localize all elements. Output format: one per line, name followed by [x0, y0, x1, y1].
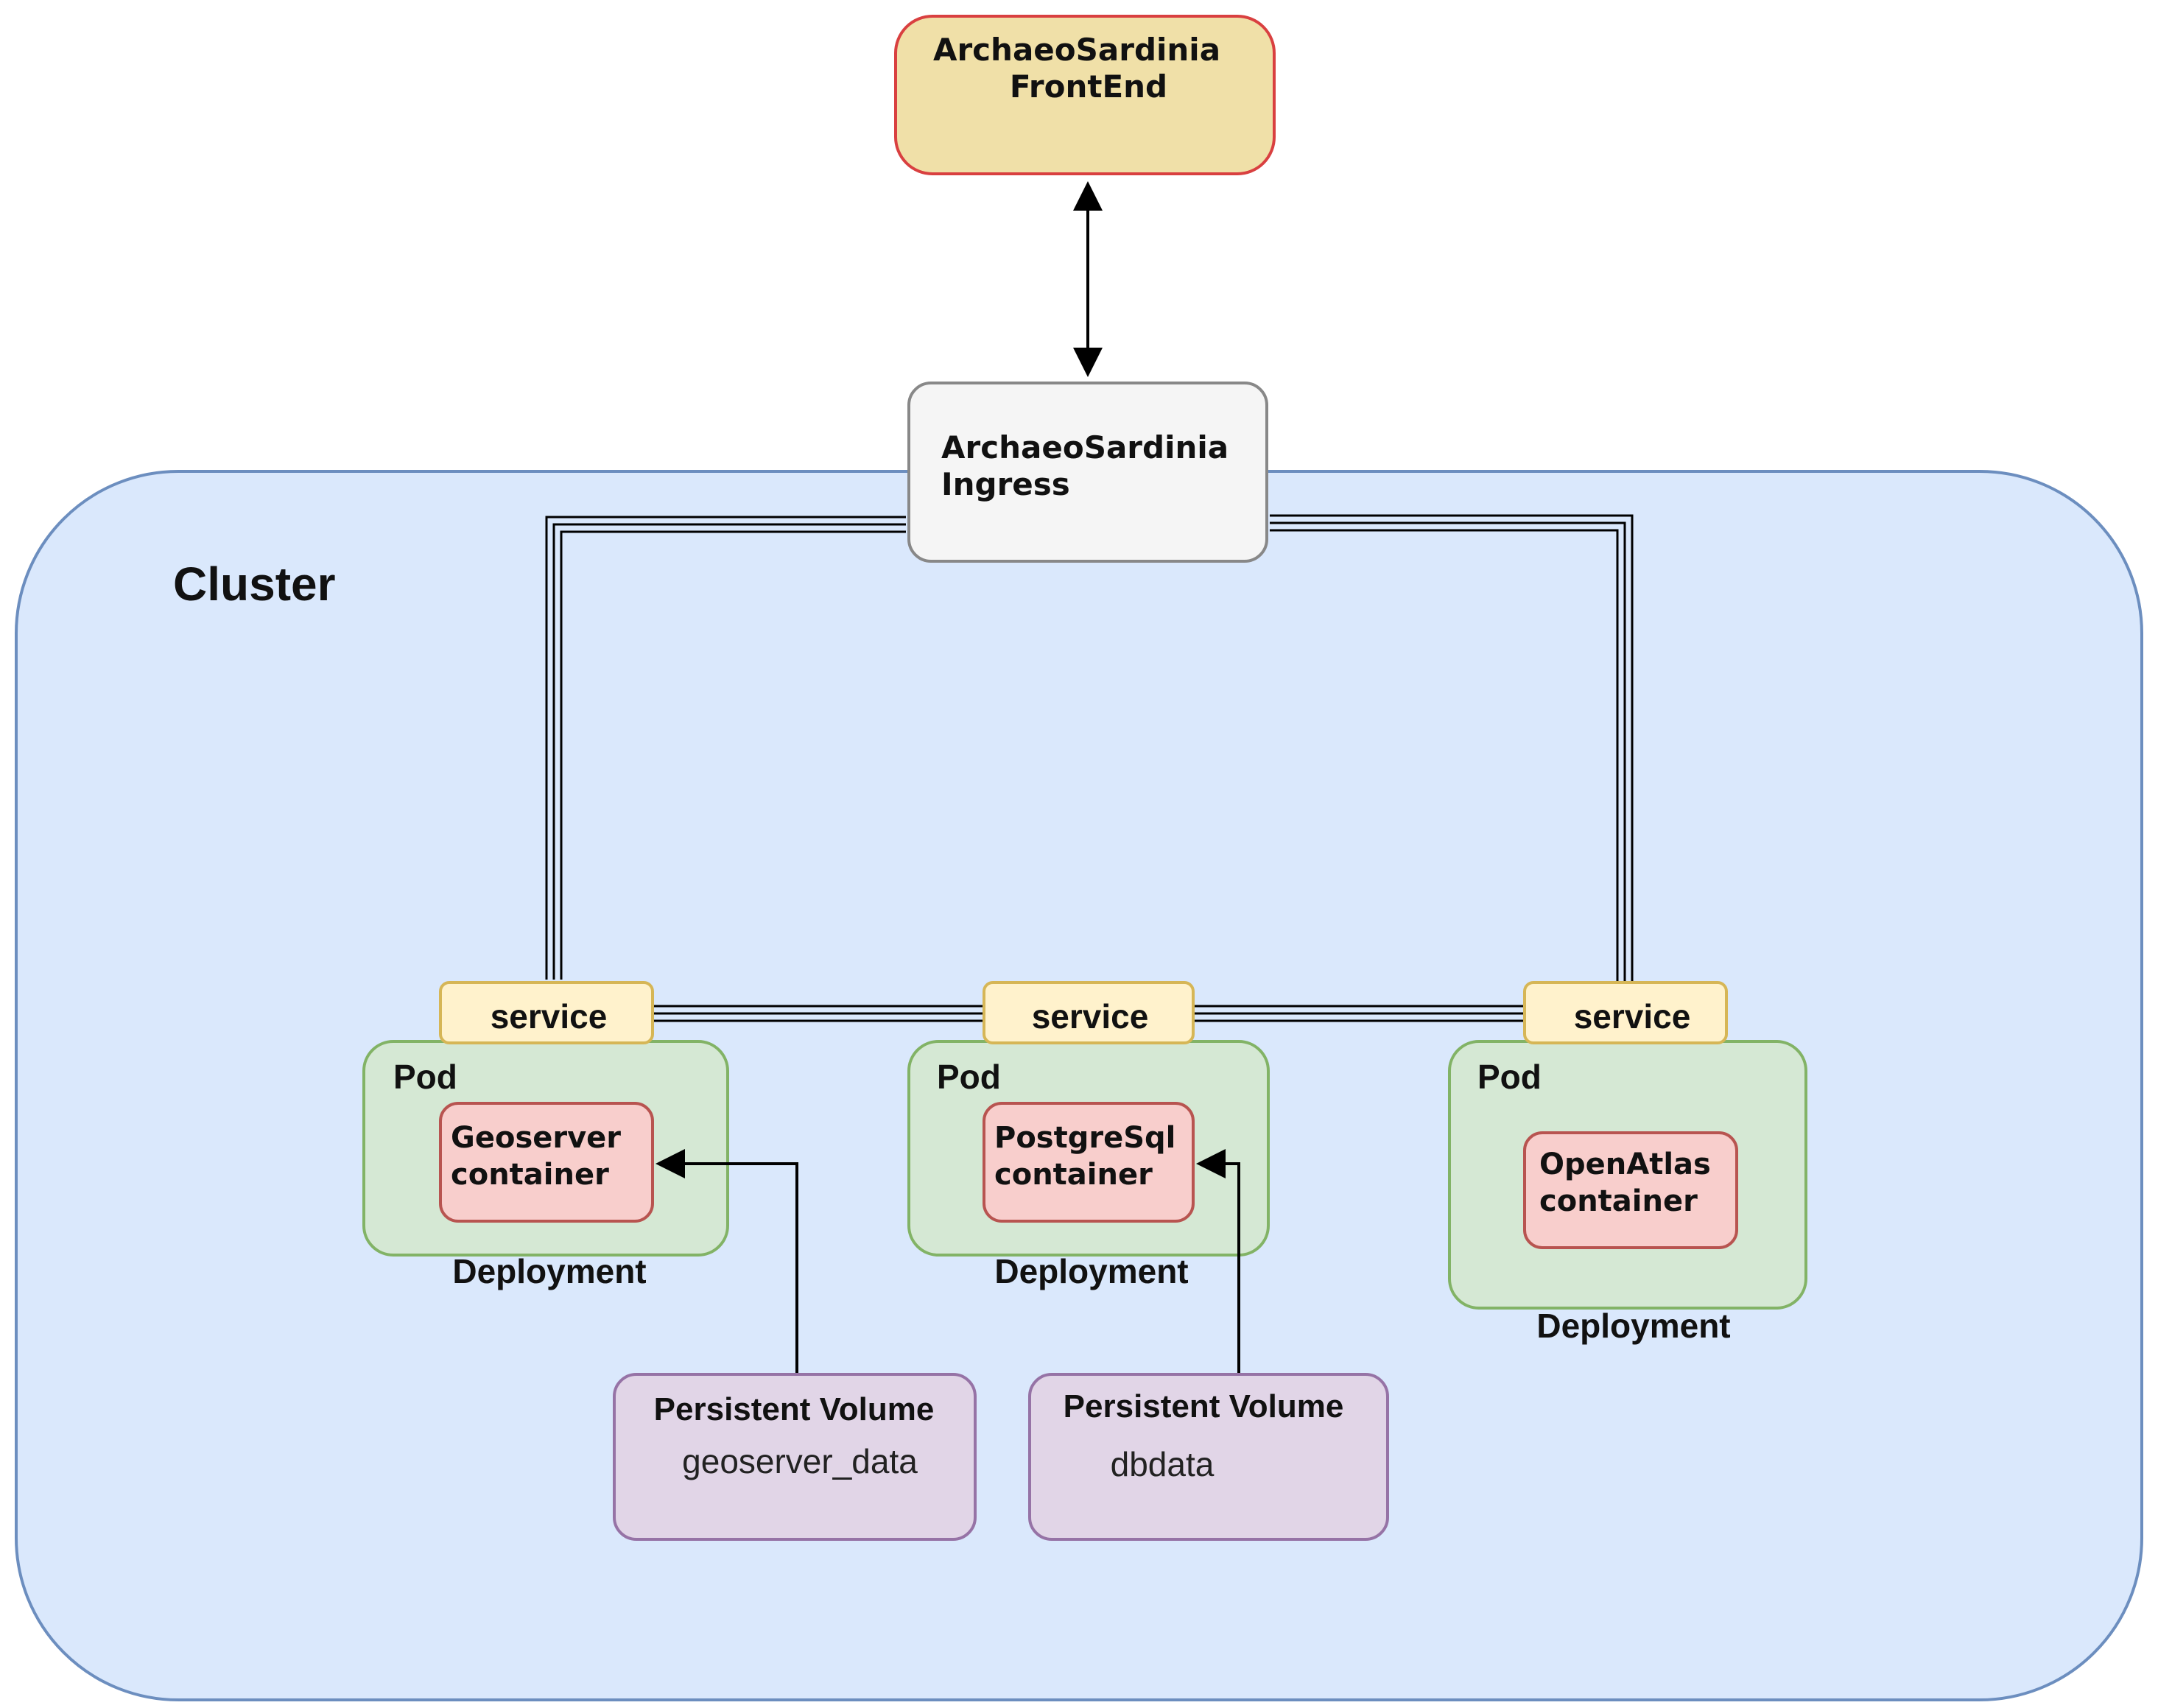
ingress-node: ArchaeoSardinia Ingress — [907, 382, 1268, 563]
deployment-caption: Deployment — [452, 1252, 646, 1290]
frontend-label-line1: ArchaeoSardinia — [933, 32, 1220, 68]
volume-name: dbdata — [1111, 1445, 1215, 1483]
ingress-label-line2: Ingress — [941, 466, 1070, 502]
service-box — [1523, 981, 1728, 1044]
volume-geoserver-arrow — [656, 1149, 798, 1376]
persistent-volume-dbdata: Persistent Volume dbdata — [1028, 1373, 1389, 1541]
volume-title: Persistent Volume — [1064, 1388, 1344, 1424]
service-box — [439, 981, 654, 1044]
persistent-volume-geoserver: Persistent Volume geoserver_data — [613, 1373, 977, 1541]
service-label: service — [1032, 997, 1149, 1036]
pod-label: Pod — [1477, 1058, 1542, 1096]
ingress-service-links — [545, 514, 1634, 983]
deployment-caption: Deployment — [1536, 1307, 1730, 1345]
deployment-geoserver: service Pod Geoserver container Deployme… — [362, 981, 729, 1290]
container-label-line1: Geoserver — [451, 1121, 621, 1155]
cluster-label: Cluster — [173, 558, 336, 611]
container-box — [439, 1102, 654, 1223]
container-box — [983, 1102, 1195, 1223]
service-label: service — [491, 997, 608, 1036]
pod-label: Pod — [393, 1058, 457, 1096]
frontend-label-line2: FrontEnd — [1010, 68, 1167, 105]
container-label-line2: container — [451, 1158, 609, 1192]
deployment-openatlas: service Pod OpenAtlas container Deployme… — [1448, 981, 1807, 1345]
volume-title: Persistent Volume — [654, 1391, 935, 1427]
pod-label: Pod — [937, 1058, 1001, 1096]
volume-name: geoserver_data — [682, 1442, 918, 1480]
ingress-label-line1: ArchaeoSardinia — [941, 429, 1229, 465]
deployment-caption: Deployment — [994, 1252, 1188, 1290]
service-links — [653, 1005, 1525, 1022]
service-box — [983, 981, 1195, 1044]
container-label-line1: OpenAtlas — [1539, 1148, 1711, 1181]
container-label-line2: container — [994, 1158, 1153, 1192]
container-label-line1: PostgreSql — [994, 1121, 1175, 1155]
deployment-postgresql: service Pod PostgreSql container Deploym… — [907, 981, 1270, 1290]
container-label-line2: container — [1539, 1184, 1698, 1218]
container-box — [1523, 1131, 1738, 1249]
service-label: service — [1574, 997, 1691, 1036]
frontend-node: ArchaeoSardinia FrontEnd — [894, 15, 1276, 175]
